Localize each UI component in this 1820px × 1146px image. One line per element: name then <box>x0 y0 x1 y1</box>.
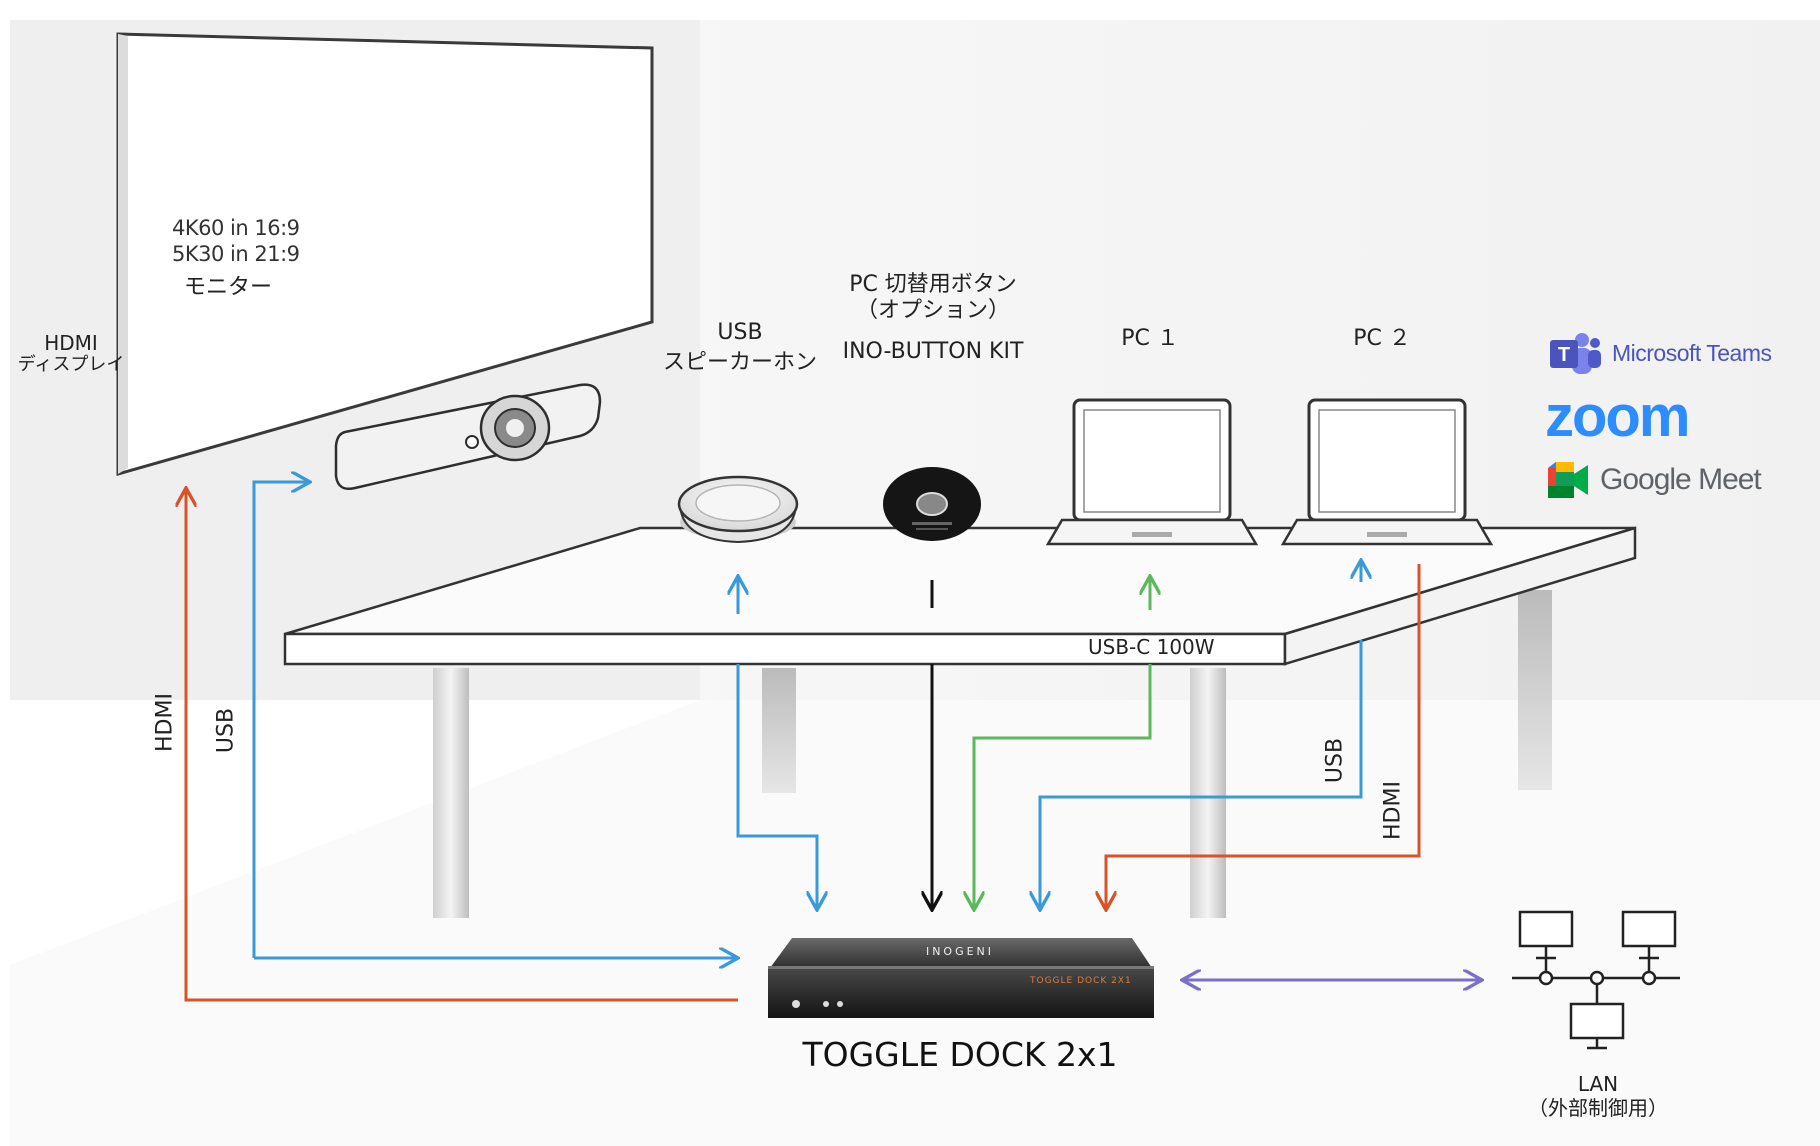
table <box>283 526 1637 918</box>
ino-button-label: PC 切替用ボタン （オプション） INO-BUTTON KIT <box>818 272 1048 365</box>
ino-button-device <box>883 467 981 541</box>
teams-logo: T Microsoft Teams <box>1548 330 1772 376</box>
lan-line1: LAN <box>1577 1072 1619 1096</box>
toggle-dock-device <box>768 938 1154 1018</box>
teams-icon: T <box>1550 333 1601 374</box>
hdmi-cable-pc2 <box>1106 564 1421 908</box>
room-background <box>10 20 1820 1146</box>
dock-model-print: TOGGLE DOCK 2X1 <box>1030 976 1132 986</box>
speakerphone-device <box>677 475 799 544</box>
laptop-pc2 <box>1280 398 1494 546</box>
ino-button-line1: PC 切替用ボタン <box>849 272 1017 297</box>
svg-text:T: T <box>1558 344 1570 366</box>
monitor-label: モニター <box>184 275 273 300</box>
google-meet-logo: Google Meet <box>1546 462 1762 498</box>
teams-text: Microsoft Teams <box>1612 339 1772 366</box>
monitor-spec-21-9: 5K30 in 21:9 <box>172 242 300 266</box>
lan-line2: （外部制御用） <box>1528 1096 1668 1120</box>
hdmi-cable-monitor <box>186 490 738 1002</box>
cables <box>186 482 1480 1002</box>
speakerphone-label: USB スピーカーホン <box>640 318 840 377</box>
hdmi-display-line1: HDMI <box>44 331 98 355</box>
lan-label: LAN （外部制御用） <box>1500 1072 1696 1120</box>
monitor-spec-16-9: 4K60 in 16:9 <box>172 216 300 240</box>
device-name: TOGGLE DOCK 2x1 <box>802 1035 1118 1074</box>
pc2-label: PC ２ <box>1353 326 1411 351</box>
network-icon <box>1512 910 1680 1050</box>
camera-soundbar <box>334 383 602 490</box>
speakerphone-line1: USB <box>717 320 763 345</box>
table-leg <box>1518 590 1552 790</box>
monitor <box>116 32 654 476</box>
table-leg <box>1190 668 1226 918</box>
usb-right-label: USB <box>1322 737 1348 784</box>
hdmi-left-label: HDMI <box>152 693 178 752</box>
google-meet-text: Google Meet <box>1600 463 1762 496</box>
google-meet-icon <box>1548 462 1588 498</box>
dock-brand-print: INOGENI <box>925 945 995 958</box>
pc1-label: PC １ <box>1121 326 1179 351</box>
usbc-label: USB-C 100W <box>1088 635 1215 659</box>
speakerphone-line2: スピーカーホン <box>662 349 817 375</box>
ino-button-line3: INO-BUTTON KIT <box>842 338 1024 364</box>
table-leg <box>762 668 796 793</box>
ino-button-line2: （オプション） <box>855 298 1010 324</box>
hdmi-display-label: HDMI ディスプレイ <box>6 332 136 376</box>
zoom-logo: zoom <box>1545 384 1690 449</box>
zoom-text: zoom <box>1545 384 1690 449</box>
usb-left-label: USB <box>213 707 239 754</box>
laptop-pc1 <box>1045 398 1259 546</box>
hdmi-right-label: HDMI <box>1380 781 1406 840</box>
table-leg <box>433 668 469 918</box>
hdmi-display-line2: ディスプレイ <box>17 354 125 375</box>
